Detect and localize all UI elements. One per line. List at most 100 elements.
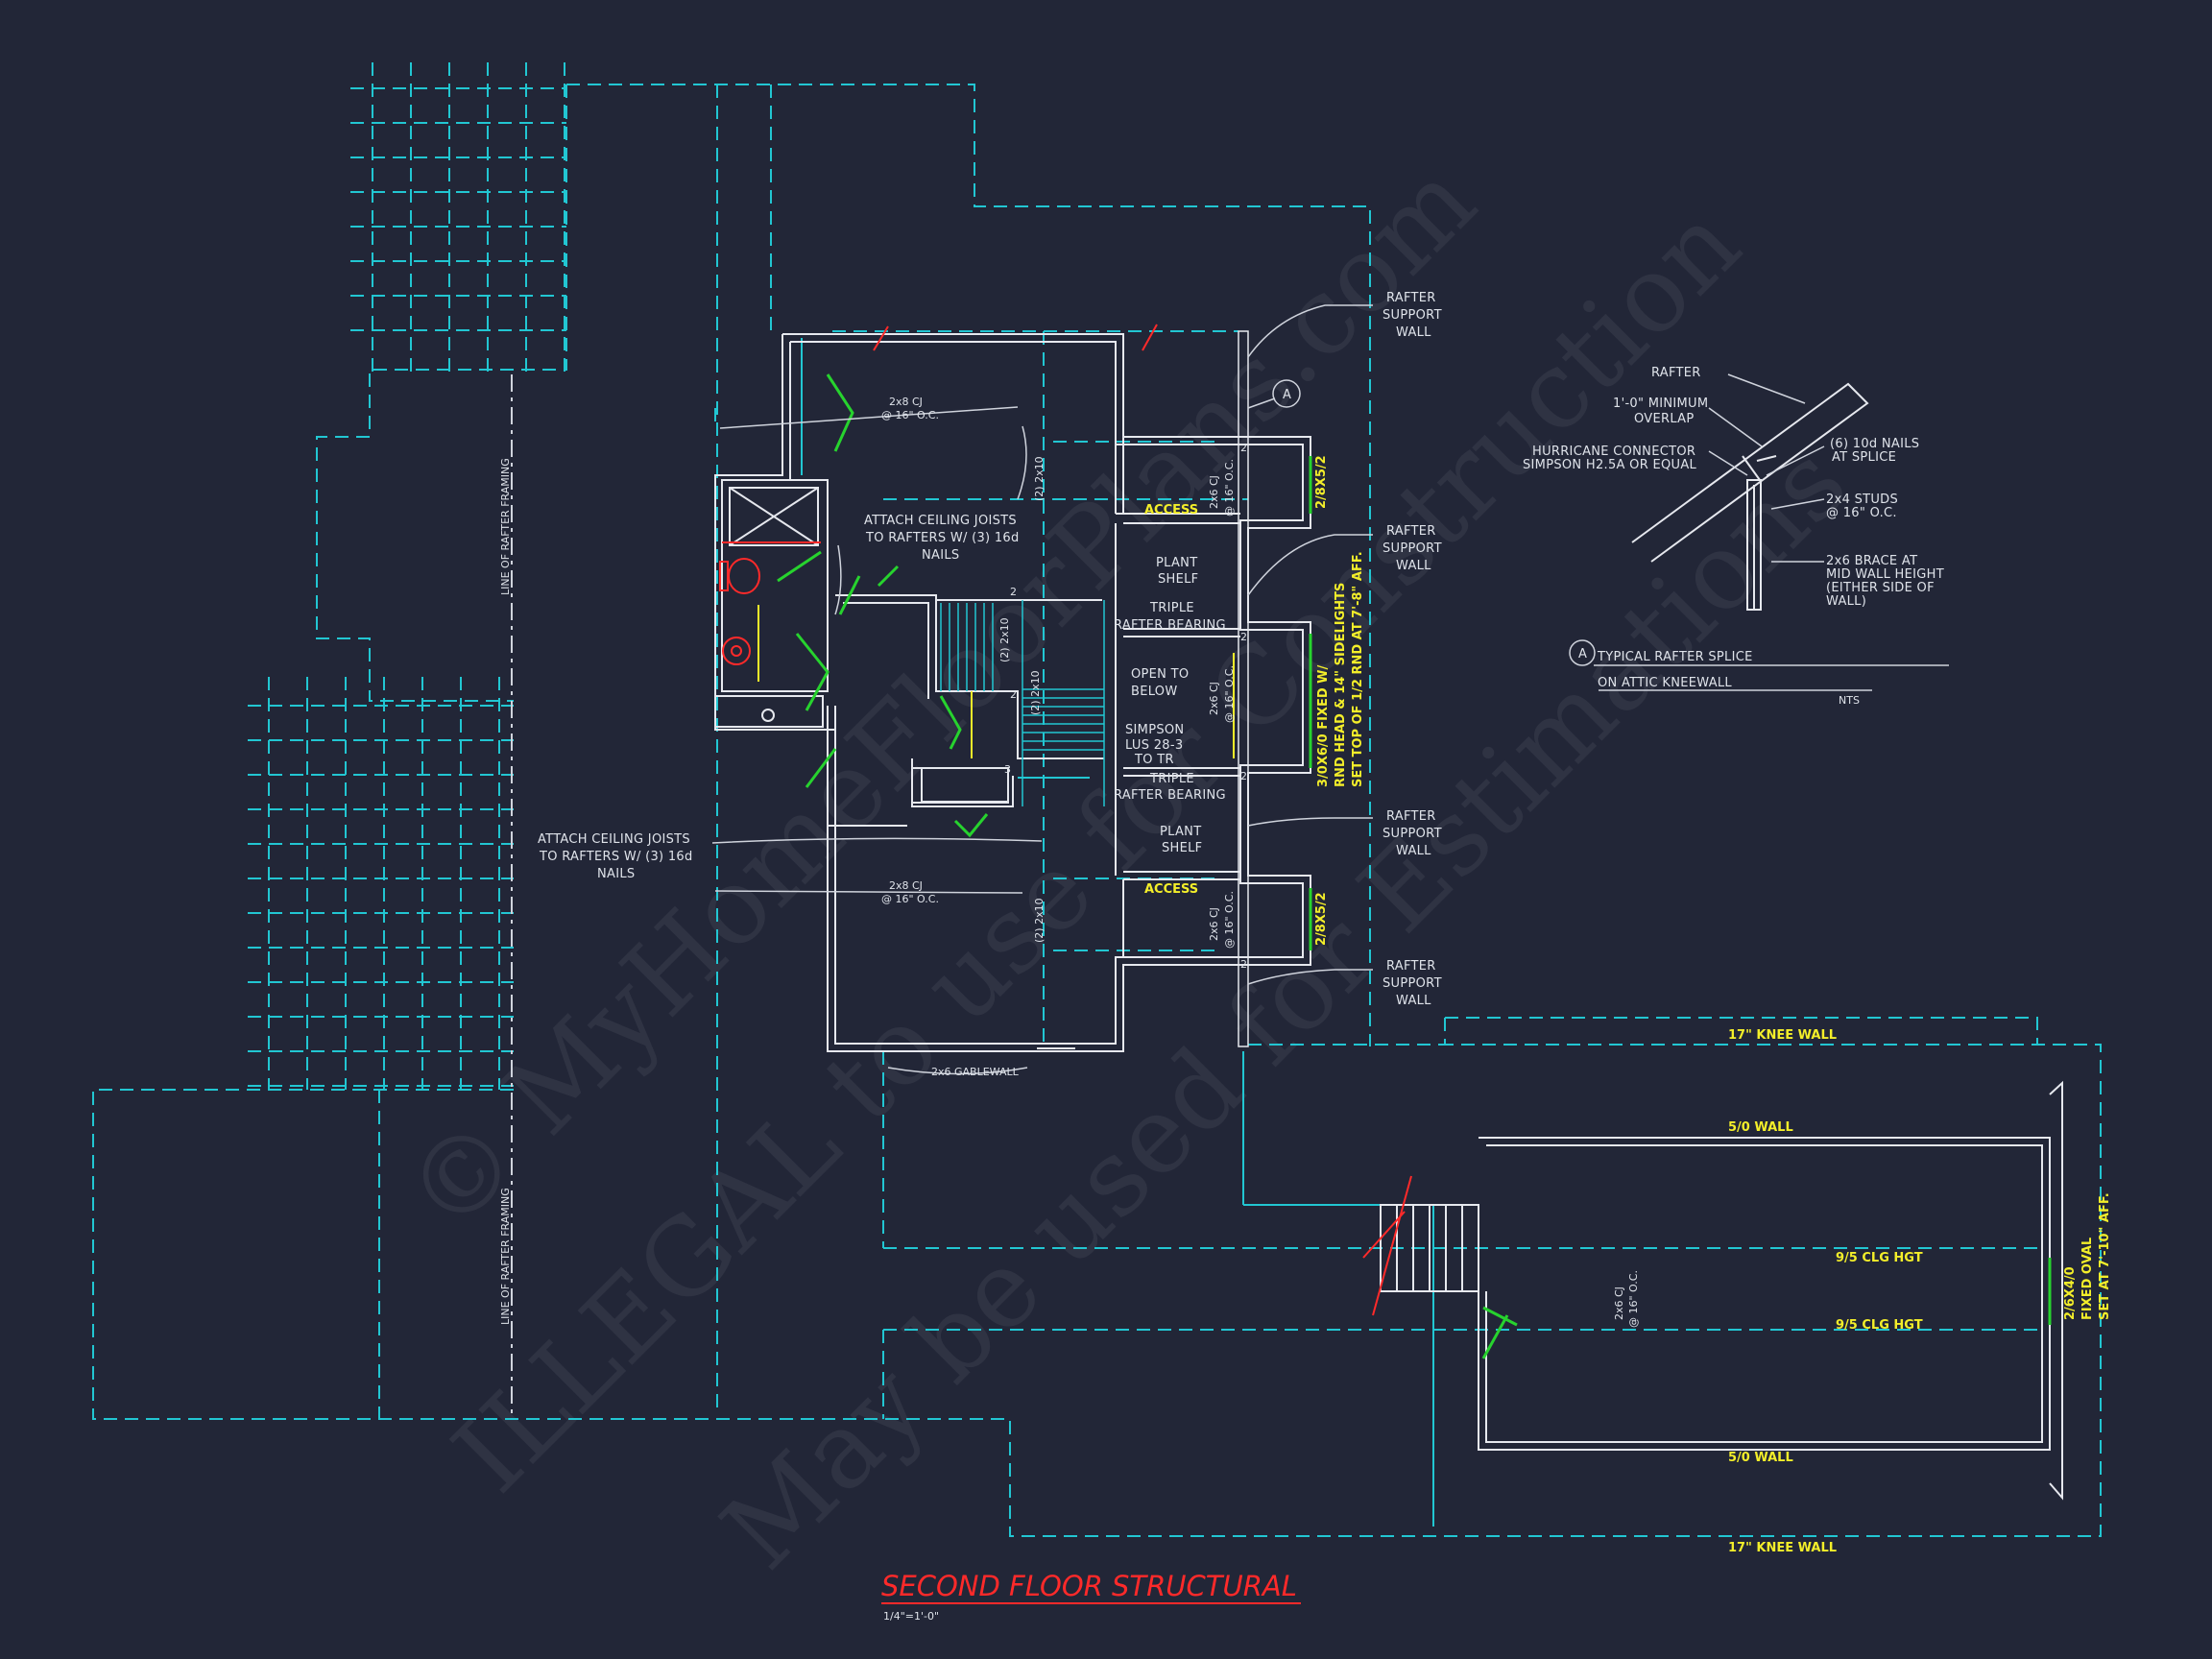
open-to-label: OPEN TO (1131, 667, 1189, 682)
wall-50-bottom: 5/0 WALL (1728, 1451, 1793, 1465)
rafter-support-3-b: SUPPORT (1382, 827, 1442, 841)
header-2x10-3: (2) 2x10 (1029, 670, 1042, 715)
mark-2d: 2 (1240, 631, 1247, 643)
detail-tag: A (1578, 647, 1587, 661)
plant-label-lower: PLANT (1160, 825, 1201, 839)
window-note-3: SET TOP OF 1/2 RND AT 7'-8" AFF. (1351, 551, 1365, 787)
detail-title-1: TYPICAL RAFTER SPLICE (1597, 650, 1753, 664)
cj-2x6-b: 2x6 CJ (1208, 682, 1220, 715)
cj-2x6-a: 2x6 CJ (1208, 475, 1220, 509)
drawing-title-block: SECOND FLOOR STRUCTURAL 1/4"=1'-0" (881, 1570, 1301, 1623)
detail-overlap-1: 1'-0" MINIMUM (1613, 397, 1708, 411)
drawing-title: SECOND FLOOR STRUCTURAL (881, 1570, 1297, 1602)
cj-2x8-lower: 2x8 CJ (889, 879, 923, 892)
rafter-bearing-upper: RAFTER BEARING (1114, 618, 1226, 633)
cj-spacing-upper: @ 16" O.C. (881, 409, 939, 421)
section-marks (873, 324, 1158, 351)
detail-overlap-2: OVERLAP (1634, 412, 1695, 426)
detail-studs-1: 2x4 STUDS (1826, 493, 1898, 507)
watermark: © MyHomeFloorPlans.com ILLEGAL to use fo… (382, 139, 1870, 1592)
simpson-label: SIMPSON (1125, 723, 1184, 737)
detail-nts: NTS (1839, 694, 1860, 707)
rafter-support-4-c: WALL (1396, 994, 1431, 1008)
access-label-lower: ACCESS (1144, 882, 1198, 897)
attach-note-upper-3: NAILS (922, 548, 959, 563)
oval-window-2: FIXED OVAL (2080, 1238, 2095, 1320)
detail-labels: RAFTER 1'-0" MINIMUM OVERLAP HURRICANE C… (1523, 366, 1944, 707)
rafter-support-3-a: RAFTER (1386, 809, 1436, 824)
leader-lines (711, 304, 1373, 1075)
rafter-grid-lower (248, 677, 514, 1090)
oval-window-1: 2/6X4/0 (2063, 1266, 2078, 1320)
detail-brace-2: MID WALL HEIGHT (1826, 567, 1944, 582)
mark-2b: 2 (1010, 688, 1017, 701)
detail-hurricane-1: HURRICANE CONNECTOR (1532, 445, 1695, 459)
header-2-8x5-2-lower: 2/8X5/2 (1314, 892, 1329, 946)
detail-hurricane-2: SIMPSON H2.5A OR EQUAL (1523, 458, 1697, 472)
detail-brace-3: (EITHER SIDE OF (1826, 581, 1935, 595)
attach-note-lower-1: ATTACH CEILING JOISTS (538, 832, 690, 847)
rafter-support-1-b: SUPPORT (1382, 308, 1442, 323)
detail-brace-1: 2x6 BRACE AT (1826, 554, 1917, 568)
mark-3: 3 (1004, 763, 1011, 776)
detail-studs-2: @ 16" O.C. (1826, 506, 1897, 520)
gablewall-label: 2x6 GABLEWALL (931, 1066, 1020, 1078)
oval-window-3: SET AT 7'-10" AFF. (2098, 1192, 2112, 1320)
line-of-rafter-framing-bottom: LINE OF RAFTER FRAMING (499, 1188, 512, 1325)
rafter-support-2-b: SUPPORT (1382, 541, 1442, 556)
header-2x10-2: (2) 2x10 (998, 617, 1011, 662)
below-label: BELOW (1131, 685, 1178, 699)
attach-note-upper-2: TO RAFTERS W/ (3) 16d (865, 531, 1020, 545)
mark-2e: 2 (1240, 770, 1247, 782)
rafter-support-2-a: RAFTER (1386, 524, 1436, 539)
detail-rafter-label: RAFTER (1651, 366, 1701, 380)
attach-note-upper-1: ATTACH CEILING JOISTS (864, 514, 1017, 528)
knee-wall-top: 17" KNEE WALL (1728, 1028, 1837, 1043)
access-label-upper: ACCESS (1144, 503, 1198, 517)
rafter-support-1-a: RAFTER (1386, 291, 1436, 305)
header-2x10-1: (2) 2x10 (1033, 456, 1046, 501)
knee-wall-bottom: 17" KNEE WALL (1728, 1541, 1837, 1555)
rafter-support-1-c: WALL (1396, 325, 1431, 340)
rafter-support-4-a: RAFTER (1386, 959, 1436, 974)
shelf-label-upper: SHELF (1158, 572, 1198, 587)
rafter-support-3-c: WALL (1396, 844, 1431, 858)
detail-tag-marker: A (1283, 388, 1291, 402)
doors (757, 373, 2052, 1359)
header-2x10-4: (2) 2x10 (1033, 898, 1046, 943)
attach-note-lower-3: NAILS (597, 867, 635, 881)
triple-label-lower: TRIPLE (1149, 772, 1194, 786)
rafter-splice-detail (1569, 373, 1949, 691)
cj-2x6-d: 2x6 CJ (1613, 1286, 1625, 1320)
cj-2x6-c-spacing: @ 16" O.C. (1223, 891, 1236, 949)
detail-title-2: ON ATTIC KNEEWALL (1598, 676, 1732, 690)
mark-2c: 2 (1240, 442, 1247, 454)
plant-label-upper: PLANT (1156, 556, 1197, 570)
floor-plan-walls (714, 330, 2063, 1501)
line-of-rafter-framing-top: LINE OF RAFTER FRAMING (499, 458, 512, 595)
window-note-2: RND HEAD & 14" SIDELIGHTS (1334, 583, 1348, 787)
rafter-support-4-b: SUPPORT (1382, 976, 1442, 991)
detail-nails-1: (6) 10d NAILS (1830, 437, 1919, 451)
mark-2f: 2 (1240, 958, 1247, 971)
cj-2x6-a-spacing: @ 16" O.C. (1223, 459, 1236, 517)
shelf-label-lower: SHELF (1162, 841, 1202, 855)
detail-brace-4: WALL) (1826, 594, 1866, 609)
mark-2a: 2 (1010, 586, 1017, 598)
lus-label: LUS 28-3 (1125, 738, 1183, 753)
ceiling-height-2: 9/5 CLG HGT (1836, 1318, 1923, 1333)
window-note-1: 3/0X6/0 FIXED W/ (1316, 664, 1331, 787)
triple-label-upper: TRIPLE (1149, 601, 1194, 615)
rafter-support-2-c: WALL (1396, 559, 1431, 573)
cj-2x6-d-spacing: @ 16" O.C. (1627, 1270, 1640, 1328)
header-2-8x5-2-upper: 2/8X5/2 (1314, 455, 1329, 509)
roof-outlines (92, 84, 2102, 1537)
cj-2x6-b-spacing: @ 16" O.C. (1223, 665, 1236, 723)
rafter-grid-top (350, 62, 566, 374)
plan-labels: A LINE OF RAFTER FRAMING LINE OF RAFTER … (499, 291, 2112, 1555)
ceiling-height-1: 9/5 CLG HGT (1836, 1251, 1923, 1265)
attach-note-lower-2: TO RAFTERS W/ (3) 16d (539, 850, 693, 864)
to-tr-label: TO TR (1134, 753, 1174, 767)
stairs (940, 600, 1105, 806)
